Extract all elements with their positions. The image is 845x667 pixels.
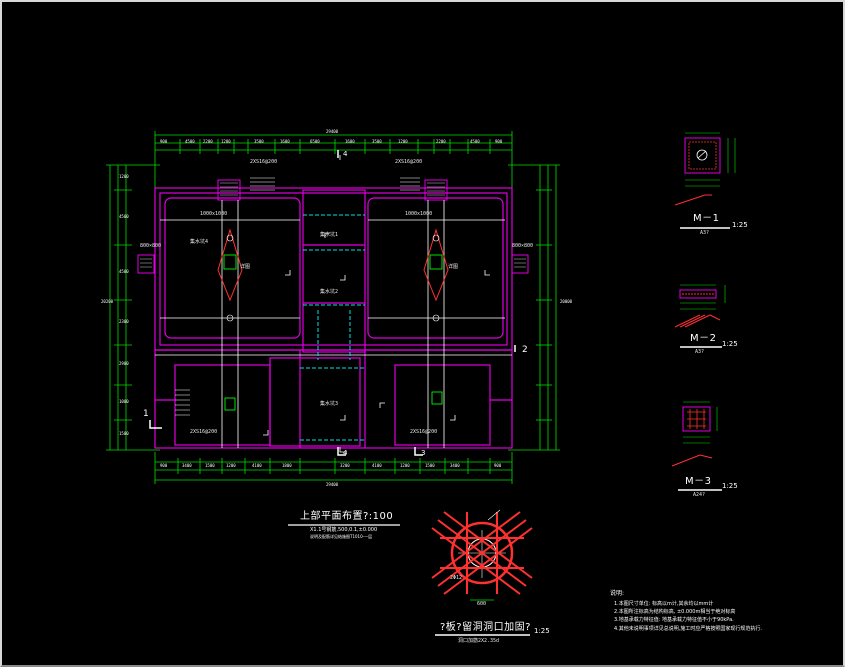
plan-subtitle-1: X1.1号钢筋,500,0.1,±0.000 [310,527,378,533]
section-mark: 2 [522,345,528,355]
detail-m2-label: M－2 [690,333,717,344]
left-dim: 1500 [119,431,129,436]
opening-dim: 2Φ12 [450,575,463,581]
top-dim: 1600 [345,139,355,144]
section-mark: 4 [343,449,348,457]
post-hatch [140,182,526,268]
top-dim: 4500 [185,139,195,144]
bottom-dim: 4100 [252,463,262,468]
overall-dim-top: 29400 [326,129,339,134]
top-dim: 1200 [221,139,231,144]
annotation: 2XS16@200 [190,429,218,435]
wall-outlines [154,187,513,449]
left-dim: 2900 [119,361,129,366]
opening-dim: 600 [477,601,487,607]
bottom-dim: 4100 [372,463,382,468]
room-label: 集水坑4 [190,239,209,245]
plan-title: 上部平面布置?:100 [300,511,394,522]
annotation: 详图 [448,264,459,270]
annotation: 详图 [240,264,251,270]
bottom-dimension-lines [154,452,513,484]
detail-m3-label: M－3 [685,476,712,487]
rebar-diamonds [217,228,449,302]
top-dim: 6500 [310,139,320,144]
section-mark: 1 [143,409,149,419]
annotation: 1000x1000 [405,211,433,217]
section-mark: 3 [421,449,426,457]
opening-detail-scale: 1:25 [534,627,550,635]
beam-lines [155,200,512,448]
top-dim: 900 [495,139,503,144]
top-dim: 2200 [203,139,213,144]
top-dim: 900 [160,139,168,144]
note-item: 3.地基承载力特征值: 地基承载力特征值不小于90kPa. [614,617,734,623]
annotation: 2XS16@200 [410,429,438,435]
note-item: 1.本图尺寸单位: 标高以m计,其余均以mm计 [614,601,714,607]
left-dim: 1000 [119,399,129,404]
bottom-dim: 3400 [182,463,192,468]
detail-m1-scale: 1:25 [732,221,748,229]
room-label: 集水坑3 [320,401,339,407]
top-dim: 2200 [436,139,446,144]
detail-m1-label: M－1 [693,213,720,224]
bottom-dim: 900 [160,463,168,468]
note-item: 2.本图所注标高为结构标高, ±0.000m相当于绝对标高 [614,609,736,615]
bottom-dim: 1500 [205,463,215,468]
detail-m2-scale: 1:25 [722,340,738,348]
detail-m3-geometry [671,401,722,491]
detail-m3-sub: A24? [693,492,706,498]
notes-heading: 说明: [610,590,625,597]
top-dimension-lines [154,131,513,190]
opening-detail-geometry [431,509,533,636]
left-dim: 2300 [119,319,129,324]
overall-dim-bottom: 29400 [326,482,339,487]
bottom-dim: 1800 [282,463,292,468]
annotation: 1000x1000 [200,211,228,217]
opening-detail-subtitle: 洞口加筋2X2.35d [458,638,500,644]
left-dim: 4500 [119,214,129,219]
axis-circles [226,234,440,322]
overall-dim-left: 20200 [101,299,114,304]
bottom-dim: 3400 [450,463,460,468]
bottom-dim: 1500 [425,463,435,468]
detail-m3-scale: 1:25 [722,482,738,490]
section-mark-lines [149,150,516,456]
top-dim: 4500 [470,139,480,144]
bottom-dim: 900 [494,463,502,468]
green-rebar [223,254,443,411]
annotation: 2XS16@200 [395,159,423,165]
detail-m1-geometry [674,132,736,229]
annotation: 800×800 [512,243,534,249]
left-dim: 4500 [119,269,129,274]
detail-m1-sub: A3? [700,230,710,236]
left-dimension-lines [106,164,160,451]
bottom-dim: 3200 [340,463,350,468]
opening-detail-title: ?板?留洞洞口加固? [440,622,531,633]
room-label: 集水坑2 [320,289,339,295]
bottom-dim: 1200 [226,463,236,468]
top-dim: 3500 [254,139,264,144]
detail-m2-sub: A3? [695,349,705,355]
bottom-dim: 1200 [400,463,410,468]
section-mark: 4 [343,150,348,158]
corner-marks [263,155,490,453]
top-dim: 1600 [280,139,290,144]
plan-subtitle-2: 说明及配筋详见结施图T1010-一层 [310,534,373,539]
detail-m2-geometry [674,284,726,348]
annotation: 800×800 [140,243,162,249]
room-label: 集水坑1 [320,232,339,238]
note-item: 4.其他未说明事项详见总说明,施工时应严格按照国家现行规范执行. [614,626,762,632]
stairs [175,177,420,416]
right-dimension-lines [508,164,560,451]
posts [137,179,529,274]
left-dim: 1200 [119,174,129,179]
annotation: 2XS16@200 [250,159,278,165]
top-dim: 3500 [372,139,382,144]
top-dim: 1200 [398,139,408,144]
overall-dim-right: 20000 [560,299,573,304]
hidden-lines [300,214,365,441]
